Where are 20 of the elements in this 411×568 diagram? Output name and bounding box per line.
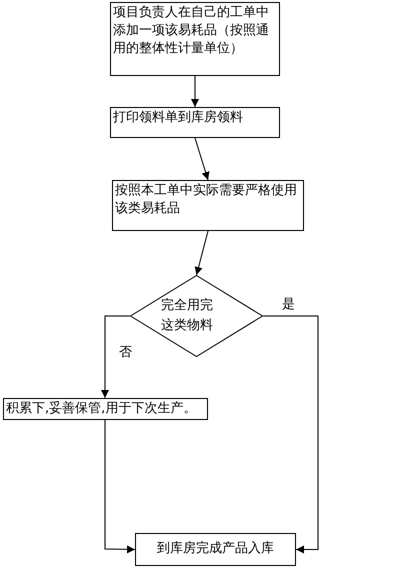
decision-diamond [130, 275, 263, 357]
arrow [194, 138, 210, 180]
step-text: 按照本工单中实际需要严格使用该类易耗品 [114, 182, 298, 218]
edge-label: 是 [281, 297, 296, 312]
arrow [101, 316, 130, 398]
process-box [112, 180, 304, 231]
process-box [110, 107, 280, 138]
process-box [3, 398, 208, 420]
arrow [194, 230, 208, 276]
arrow [191, 76, 199, 108]
step-text: 打印领料单到库房领料 [112, 109, 244, 127]
step-text: 项目负责人在自己的工单中添加一项该易耗品（按照通用的整体性计量单位） [112, 4, 270, 58]
process-box [135, 533, 296, 566]
process-box [110, 2, 280, 76]
edge-label: 否 [118, 345, 133, 360]
arrow [262, 316, 318, 554]
step-text: 积累下,妥善保管,用于下次生产。 [5, 400, 198, 418]
step-text: 到库房完成产品入库 [156, 540, 275, 558]
arrow [104, 420, 136, 554]
decision-text: 完全用完这类物料 [161, 297, 214, 335]
